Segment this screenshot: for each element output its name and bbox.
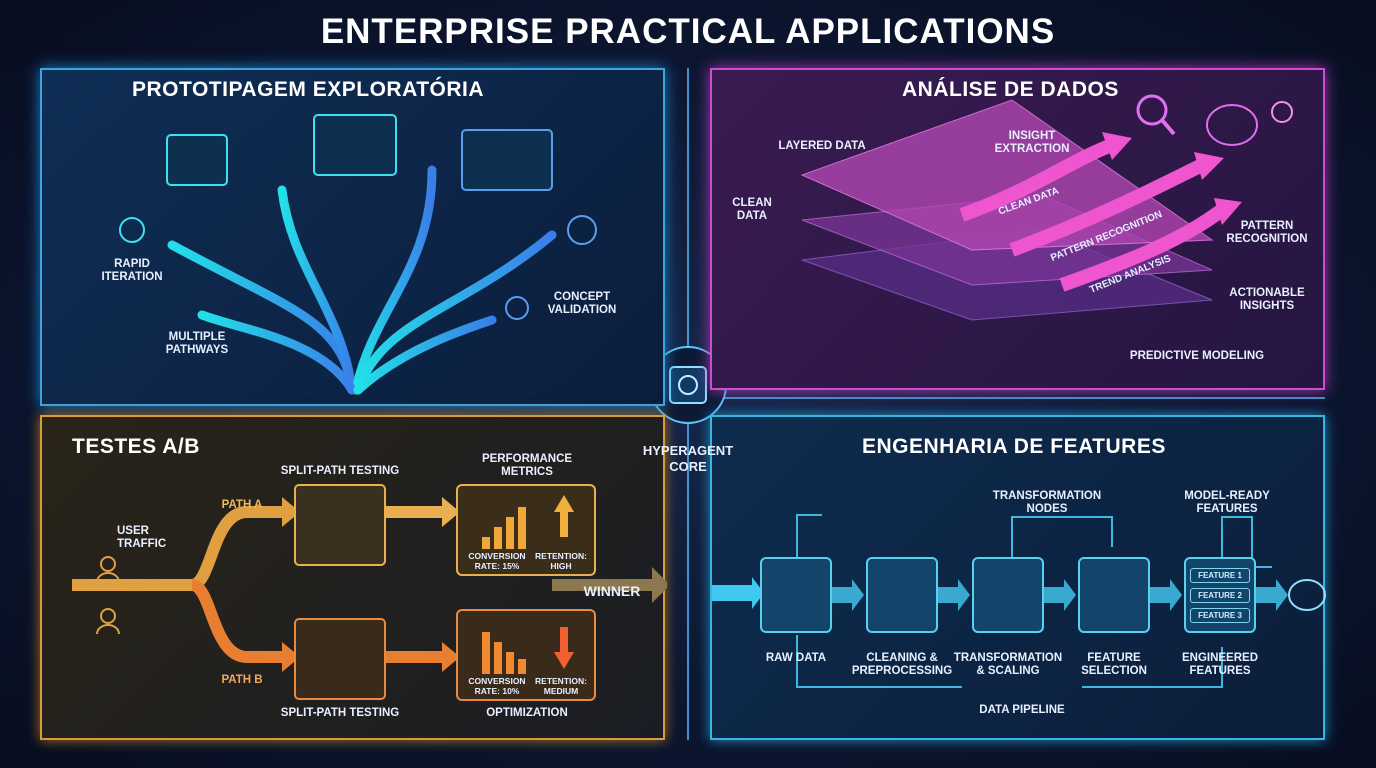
- layered-data-planes: [800, 94, 1293, 321]
- label-path-a: PATH A: [221, 499, 263, 511]
- panel-title: TESTES A/B: [72, 435, 200, 458]
- branching-tree: [119, 114, 597, 395]
- step-cleaning-node: [866, 557, 938, 633]
- feature-tag: FEATURE 2: [1190, 588, 1250, 603]
- ab-flow: [72, 484, 667, 701]
- panel-title: ENGENHARIA DE FEATURES: [862, 435, 1166, 458]
- step-raw-data-node: [760, 557, 832, 633]
- label-winner: WINNER: [583, 583, 641, 599]
- metric-retention-a: RETENTION:HIGH: [535, 551, 587, 571]
- feature-tag: FEATURE 3: [1190, 608, 1250, 623]
- feature-tag: FEATURE 1: [1190, 568, 1250, 583]
- label-path-b: PATH B: [221, 674, 263, 686]
- label-data-pipeline: DATA PIPELINE: [979, 704, 1065, 716]
- pipeline-flow: [712, 514, 1326, 688]
- step-label: RAW DATA: [765, 652, 827, 664]
- step-engineered-node: [1184, 557, 1256, 633]
- label-layered-data: LAYERED DATA: [778, 140, 866, 152]
- page-title: ENTERPRISE PRACTICAL APPLICATIONS: [320, 12, 1056, 51]
- label-split-path-top: SPLIT-PATH TESTING: [280, 465, 400, 477]
- panel-title: PROTOTIPAGEM EXPLORATÓRIA: [132, 78, 485, 101]
- step-selection-node: [1078, 557, 1150, 633]
- step-label: CLEANING &PREPROCESSING: [851, 652, 953, 677]
- panel-title: ANÁLISE DE DADOS: [902, 78, 1119, 101]
- label-split-path-bottom: SPLIT-PATH TESTING: [280, 707, 400, 719]
- step-label: TRANSFORMATION& SCALING: [953, 652, 1063, 677]
- step-transformation-node: [972, 557, 1044, 633]
- label-predictive-modeling: PREDICTIVE MODELING: [1129, 350, 1265, 362]
- metric-retention-b: RETENTION:MEDIUM: [535, 676, 587, 696]
- label-optimization: OPTIMIZATION: [486, 707, 568, 719]
